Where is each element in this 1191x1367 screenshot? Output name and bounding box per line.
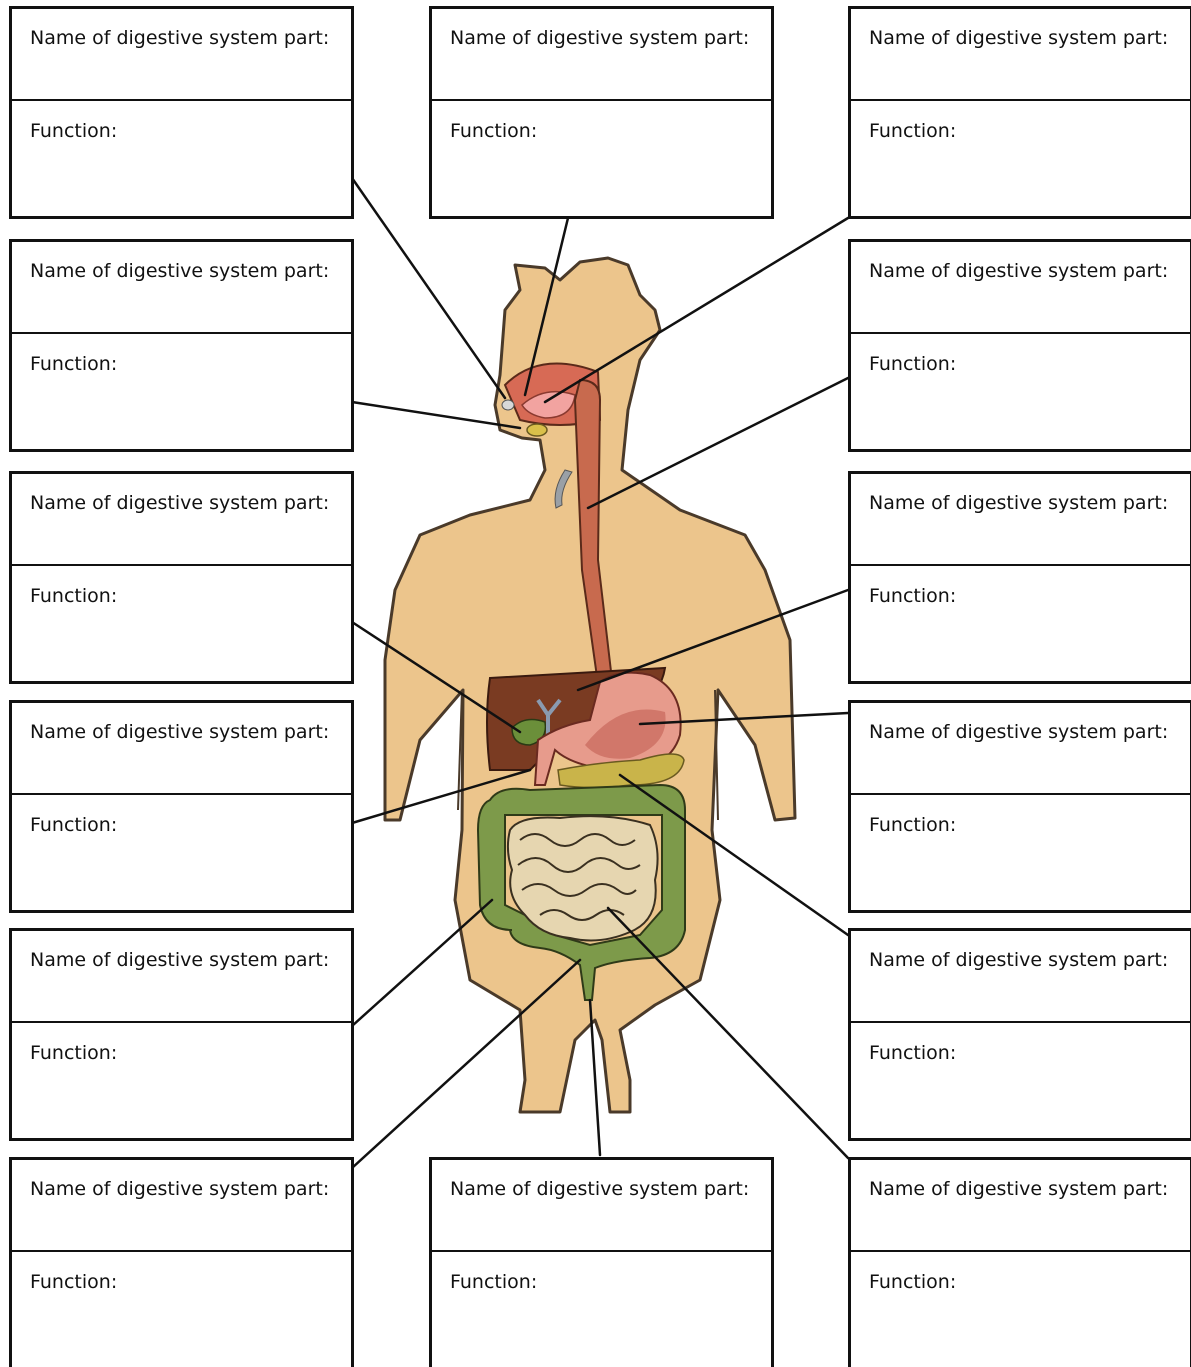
label-box-right-2: Name of digestive system part: Function: [848,239,1191,452]
part-name-label: Name of digestive system part: [30,1178,329,1200]
part-name-label: Name of digestive system part: [30,492,329,514]
function-label: Function: [869,1042,956,1064]
label-box-right-4: Name of digestive system part: Function: [848,700,1191,913]
function-label: Function: [30,1042,117,1064]
part-name-label: Name of digestive system part: [450,1178,749,1200]
leader-line-right-6 [608,908,848,1158]
tooth-upper [502,400,514,410]
part-name-label: Name of digestive system part: [30,260,329,282]
label-box-right-5: Name of digestive system part: Function: [848,928,1191,1141]
label-box-left-1: Name of digestive system part: Function: [9,6,354,219]
part-name-label: Name of digestive system part: [30,27,329,49]
part-name-label: Name of digestive system part: [869,260,1168,282]
part-name-label: Name of digestive system part: [869,27,1168,49]
function-label: Function: [30,814,117,836]
function-label: Function: [450,120,537,142]
function-label: Function: [30,353,117,375]
function-label: Function: [869,353,956,375]
label-box-left-6: Name of digestive system part: Function: [9,1157,354,1367]
label-box-right-6: Name of digestive system part: Function: [848,1157,1191,1367]
label-box-right-3: Name of digestive system part: Function: [848,471,1191,684]
function-label: Function: [450,1271,537,1293]
label-box-top-mid: Name of digestive system part: Function: [429,6,774,219]
function-label: Function: [30,120,117,142]
part-name-label: Name of digestive system part: [30,721,329,743]
function-label: Function: [869,120,956,142]
salivary-gland [527,424,547,436]
label-box-left-4: Name of digestive system part: Function: [9,700,354,913]
function-label: Function: [869,1271,956,1293]
function-label: Function: [30,585,117,607]
label-box-left-2: Name of digestive system part: Function: [9,239,354,452]
small-intestine [508,816,658,940]
function-label: Function: [869,814,956,836]
label-box-left-5: Name of digestive system part: Function: [9,928,354,1141]
function-label: Function: [30,1271,117,1293]
part-name-label: Name of digestive system part: [869,1178,1168,1200]
part-name-label: Name of digestive system part: [869,492,1168,514]
part-name-label: Name of digestive system part: [30,949,329,971]
part-name-label: Name of digestive system part: [869,721,1168,743]
label-box-left-3: Name of digestive system part: Function: [9,471,354,684]
part-name-label: Name of digestive system part: [869,949,1168,971]
label-box-bottom-mid: Name of digestive system part: Function: [429,1157,774,1367]
part-name-label: Name of digestive system part: [450,27,749,49]
function-label: Function: [869,585,956,607]
label-box-right-1: Name of digestive system part: Function: [848,6,1191,219]
